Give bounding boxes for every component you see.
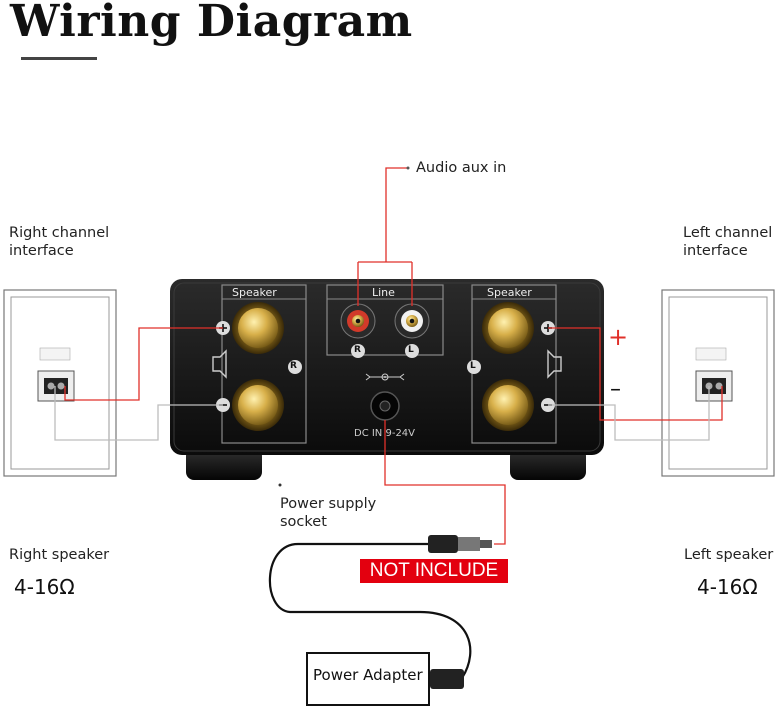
amp-speaker-panel-left	[212, 284, 307, 444]
power-adapter-box	[306, 652, 430, 706]
power-adapter-label: Power Adapter	[313, 666, 423, 684]
amp-channel-l-marker: L	[470, 361, 476, 371]
right-speaker-cabinet	[3, 289, 117, 477]
amp-channel-r-marker: R	[290, 361, 297, 371]
amp-speaker-label-right: Speaker	[487, 286, 532, 299]
amp-foot-left	[186, 448, 262, 480]
amp-terminal-left-negative[interactable]	[488, 385, 528, 425]
right-speaker-impedance: 4-16Ω	[14, 575, 75, 599]
polarity-plus: +	[608, 323, 629, 351]
amp-speaker-label-left: Speaker	[232, 286, 277, 299]
right-channel-label-line2: interface	[9, 243, 74, 259]
power-supply-label-line1: Power supply	[280, 496, 377, 512]
dc-in-label: DC IN 9-24V	[354, 428, 416, 439]
left-speaker-impedance: 4-16Ω	[697, 575, 758, 599]
audio-aux-in-label: Audio aux in	[416, 160, 507, 176]
left-channel-wires	[548, 327, 723, 441]
power-adapter-cable	[268, 535, 492, 689]
amp-line-panel	[326, 284, 444, 358]
power-socket-wire	[384, 420, 506, 545]
dc-power-jack[interactable]	[365, 373, 405, 421]
line-r-marker: R	[354, 345, 361, 355]
power-supply-label-line2: socket	[280, 514, 327, 530]
amp-foot-right	[510, 448, 586, 480]
left-channel-label-line1: Left channel	[683, 225, 773, 241]
line-l-marker: L	[408, 345, 414, 355]
amp-speaker-panel-right	[467, 284, 562, 444]
left-channel-label-line2: interface	[683, 243, 748, 259]
not-include-badge: NOT INCLUDE	[360, 559, 508, 583]
amp-line-label: Line	[372, 286, 395, 299]
amp-terminal-right-positive[interactable]	[238, 308, 278, 348]
polarity-minus: –	[610, 377, 621, 402]
left-speaker-label: Left speaker	[684, 547, 774, 563]
amp-terminal-left-positive[interactable]	[488, 308, 528, 348]
aux-input-wires	[357, 166, 413, 306]
right-channel-wires	[54, 327, 223, 441]
title-underline	[21, 57, 97, 60]
right-speaker-label: Right speaker	[9, 547, 110, 563]
amp-terminal-right-negative[interactable]	[238, 385, 278, 425]
right-channel-label-line1: Right channel	[9, 225, 110, 241]
left-speaker-cabinet	[661, 289, 775, 477]
page-title: Wiring Diagram	[10, 0, 413, 47]
